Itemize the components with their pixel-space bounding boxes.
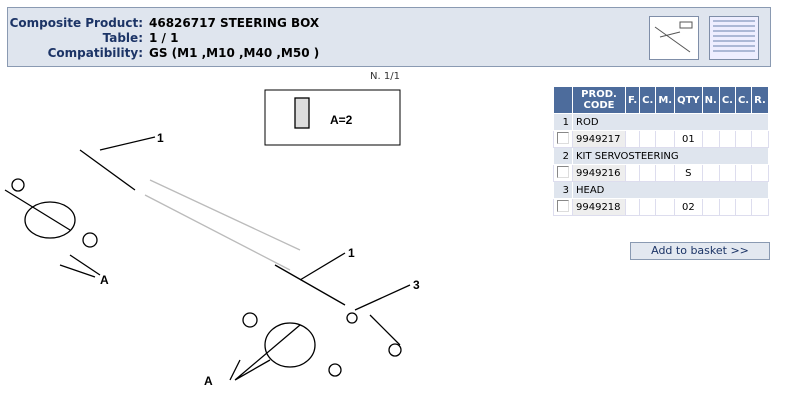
table-thumbnail[interactable]	[709, 16, 759, 60]
col-r: R.	[751, 86, 769, 114]
group-num: 3	[553, 181, 573, 199]
col-f: F.	[624, 86, 641, 114]
group-num: 1	[553, 113, 573, 131]
part-code: 9949216	[572, 164, 626, 182]
label: Composite Product:	[9, 16, 143, 30]
legend-text: A=2	[330, 113, 353, 127]
add-to-basket-button[interactable]: Add to basket >>	[630, 242, 770, 260]
part-code: 9949217	[572, 130, 626, 148]
col-m: M.	[655, 86, 676, 114]
callout-1: 1	[157, 131, 164, 145]
part-qty: 01	[674, 130, 703, 148]
value: 1 / 1	[149, 31, 179, 45]
compatibility-row: Compatibility: GS (M1 ,M10 ,M40 ,M50 )	[8, 46, 320, 60]
col-qty: QTY	[674, 86, 703, 114]
part-qty: 02	[674, 198, 703, 216]
group-name: ROD	[572, 113, 769, 131]
exploded-diagram[interactable]: A=2 1 1 3 A A	[0, 80, 440, 403]
label: Table:	[102, 31, 143, 45]
callout-a2: A	[204, 374, 213, 388]
col-n: N.	[701, 86, 720, 114]
table-row-info: Table: 1 / 1	[8, 31, 179, 45]
value: 46826717 STEERING BOX	[149, 16, 320, 30]
col-prod-code: PROD. CODE	[572, 86, 626, 114]
composite-product-row: Composite Product: 46826717 STEERING BOX	[8, 16, 320, 30]
part-row: 9949217 01	[553, 130, 769, 148]
value: GS (M1 ,M10 ,M40 ,M50 )	[149, 46, 320, 60]
product-header: Composite Product:46826717 STEERING BOX …	[7, 7, 771, 67]
group-name: HEAD	[572, 181, 769, 199]
select-checkbox[interactable]	[557, 165, 569, 178]
col-c2: C.	[718, 86, 736, 114]
select-checkbox[interactable]	[557, 131, 569, 144]
select-checkbox[interactable]	[557, 199, 569, 212]
group-num: 2	[553, 147, 573, 165]
part-code: 9949218	[572, 198, 626, 216]
part-qty: S	[674, 164, 703, 182]
callout-3: 3	[413, 278, 420, 292]
page-number: N. 1/1	[370, 71, 400, 82]
part-row: 9949216 S	[553, 164, 769, 182]
col-c3: C.	[734, 86, 753, 114]
label: Compatibility:	[47, 46, 143, 60]
callout-1b: 1	[348, 246, 355, 260]
table-header: PROD. CODE F. C. M. QTY N. C. C. R.	[553, 86, 769, 114]
part-row: 9949218 02	[553, 198, 769, 216]
diagram-thumbnail[interactable]	[649, 16, 699, 60]
col-c: C.	[639, 86, 657, 114]
group-name: KIT SERVOSTEERING	[572, 147, 769, 165]
callout-a: A	[100, 273, 109, 287]
